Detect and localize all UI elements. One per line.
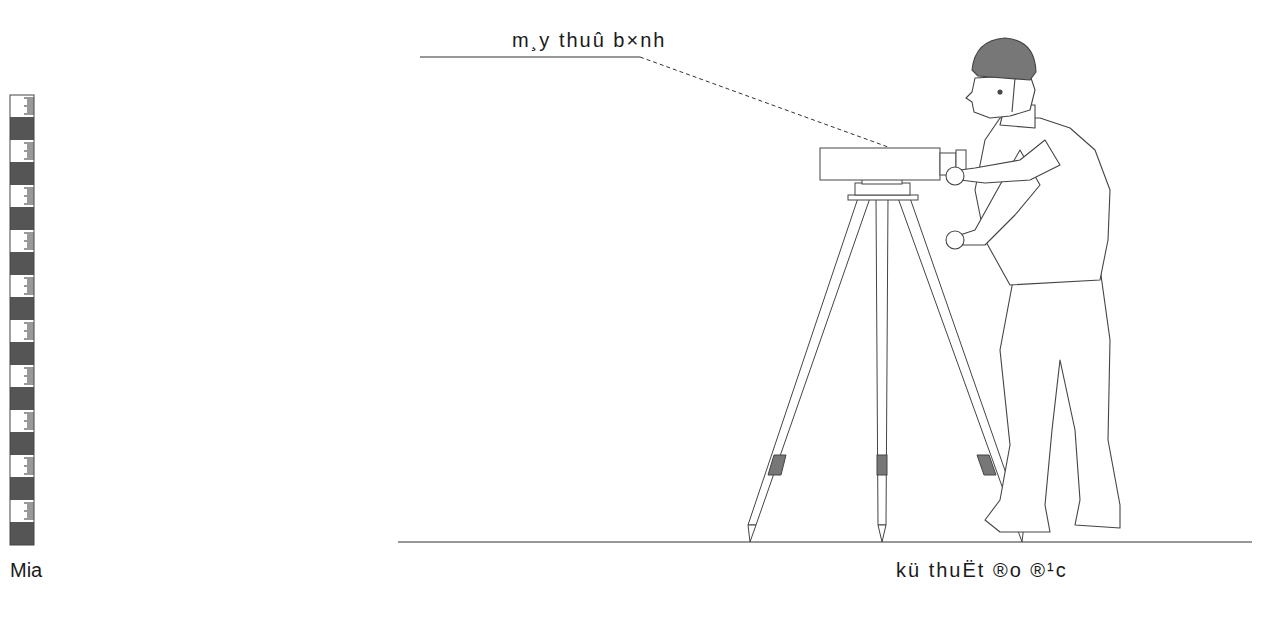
level-instrument — [820, 148, 966, 195]
levelling-staff — [10, 95, 34, 545]
surveyor-figure — [946, 38, 1120, 532]
staff-label: Mia — [10, 558, 42, 582]
ground-line — [398, 541, 1252, 542]
leader-line — [420, 57, 888, 147]
instrument-label: m¸y thuû b×nh — [512, 28, 666, 52]
tripod — [748, 195, 1024, 542]
caption-note: kü thuËt ®o ®¹c — [896, 558, 1068, 582]
